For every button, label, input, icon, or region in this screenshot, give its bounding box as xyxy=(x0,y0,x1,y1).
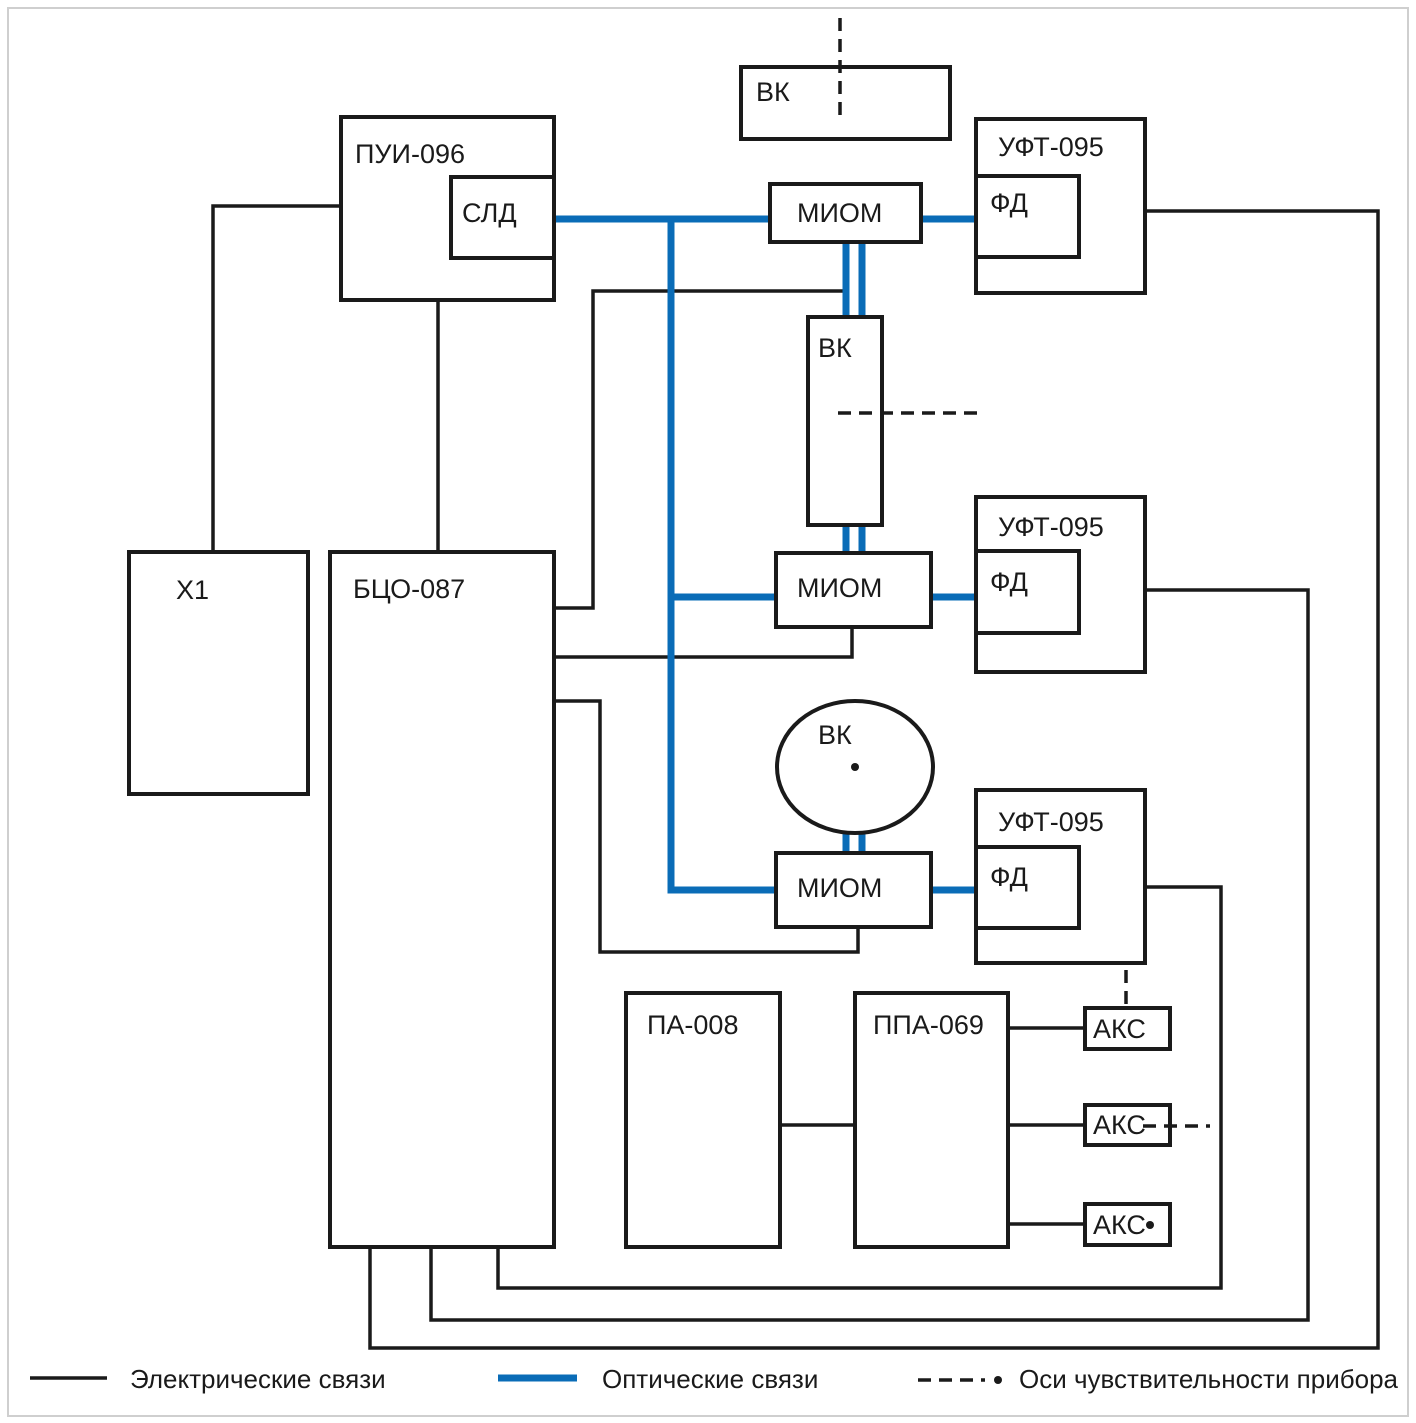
block-vk-mid: ВК xyxy=(806,315,884,527)
x1-label: Х1 xyxy=(176,575,209,605)
axis-aks-3-dot xyxy=(1146,1221,1154,1229)
legend-axes: Оси чувствительности прибора xyxy=(918,1364,1399,1394)
sld-label: СЛД xyxy=(462,198,517,228)
wire-uft2-bco xyxy=(429,588,1310,1322)
uft-2-label: УФТ-095 xyxy=(998,512,1104,542)
uft-1-label: УФТ-095 xyxy=(998,132,1104,162)
ppa-label: ППА-069 xyxy=(873,1010,984,1040)
wire-uft1-bco xyxy=(368,209,1380,1350)
block-uft-095-3: УФТ-095 ФД xyxy=(974,788,1147,965)
block-uft-095-1: УФТ-095 ФД xyxy=(974,117,1147,295)
block-aks-1: АКС xyxy=(1083,1006,1172,1051)
block-sld: СЛД xyxy=(449,175,556,260)
pa-label: ПА-008 xyxy=(647,1010,738,1040)
legend: Электрические связи Оптические связи Оси… xyxy=(30,1364,1399,1394)
block-miom-1: МИОМ xyxy=(768,182,923,244)
block-aks-2: АКС xyxy=(1083,1103,1172,1147)
wire-uft3-bco xyxy=(496,885,1223,1290)
block-miom-2: МИОМ xyxy=(774,551,933,629)
pui-label: ПУИ-096 xyxy=(355,139,465,169)
aks-2-label: АКС xyxy=(1093,1110,1146,1140)
legend-electric: Электрические связи xyxy=(30,1364,386,1394)
wire-pui-x1 xyxy=(211,204,341,552)
legend-axes-dot xyxy=(994,1376,1002,1384)
bco-label: БЦО-087 xyxy=(353,574,465,604)
sensitivity-axes xyxy=(838,18,1210,1229)
fd-1-label: ФД xyxy=(990,188,1028,218)
aks-1-label: АКС xyxy=(1093,1014,1146,1044)
fd-3-label: ФД xyxy=(990,862,1028,892)
axis-vk-round-dot xyxy=(851,763,859,771)
block-pa-008: ПА-008 xyxy=(624,991,782,1249)
outer-frame xyxy=(7,7,1409,1417)
electric-connections xyxy=(211,204,1380,1350)
legend-axes-label: Оси чувствительности прибора xyxy=(1019,1364,1399,1394)
block-ppa-069: ППА-069 xyxy=(853,991,1010,1249)
legend-electric-label: Электрические связи xyxy=(130,1364,386,1394)
block-uft-095-2: УФТ-095 ФД xyxy=(974,495,1147,674)
vk-round-label: ВК xyxy=(818,720,852,750)
block-vk-top: ВК xyxy=(739,65,952,141)
legend-optical-label: Оптические связи xyxy=(602,1364,818,1394)
vk-mid-label: ВК xyxy=(818,333,852,363)
wire-bco-miom2 xyxy=(555,627,854,659)
vk-top-label: ВК xyxy=(756,77,790,107)
uft-3-label: УФТ-095 xyxy=(998,807,1104,837)
aks-3-label: АКС xyxy=(1093,1210,1146,1240)
miom-1-label: МИОМ xyxy=(797,198,882,228)
fiber-trunk xyxy=(667,219,776,894)
wire-bco-miom3 xyxy=(555,699,860,954)
miom-3-label: МИОМ xyxy=(797,873,882,903)
fd-2-label: ФД xyxy=(990,567,1028,597)
block-bco-087: БЦО-087 xyxy=(328,550,556,1249)
block-x1: Х1 xyxy=(127,550,310,796)
block-miom-3: МИОМ xyxy=(774,851,933,929)
legend-optical: Оптические связи xyxy=(498,1364,818,1394)
block-aks-3: АКС xyxy=(1083,1202,1172,1247)
miom-2-label: МИОМ xyxy=(797,573,882,603)
